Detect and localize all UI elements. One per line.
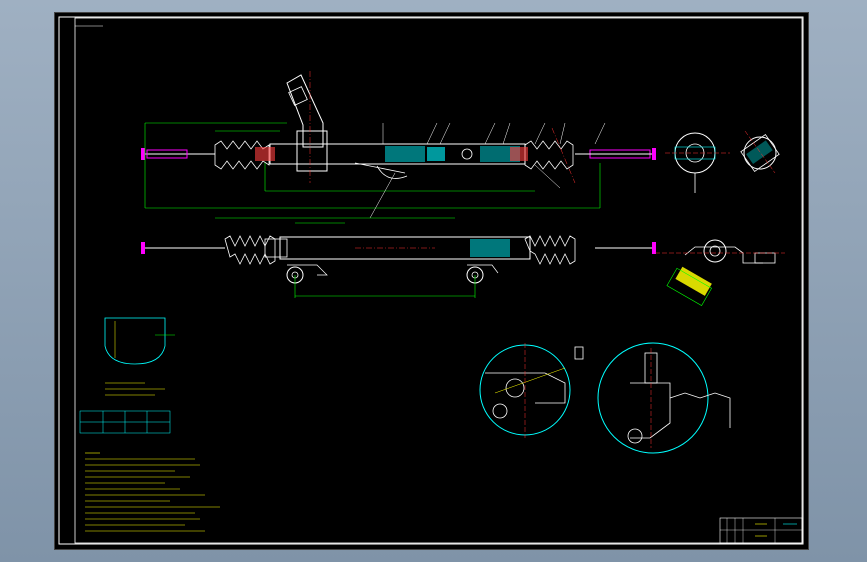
detail-views — [479, 342, 731, 454]
inner-frame — [74, 17, 803, 544]
pinion-sections — [665, 130, 780, 193]
outer-frame — [58, 16, 804, 545]
technical-notes — [79, 317, 220, 532]
title-block — [719, 517, 803, 544]
valve-section — [655, 239, 785, 306]
cad-drawing — [58, 16, 804, 545]
rack-top-view — [141, 71, 656, 219]
rack-front-view — [141, 217, 656, 298]
drawing-sheet — [55, 13, 808, 549]
